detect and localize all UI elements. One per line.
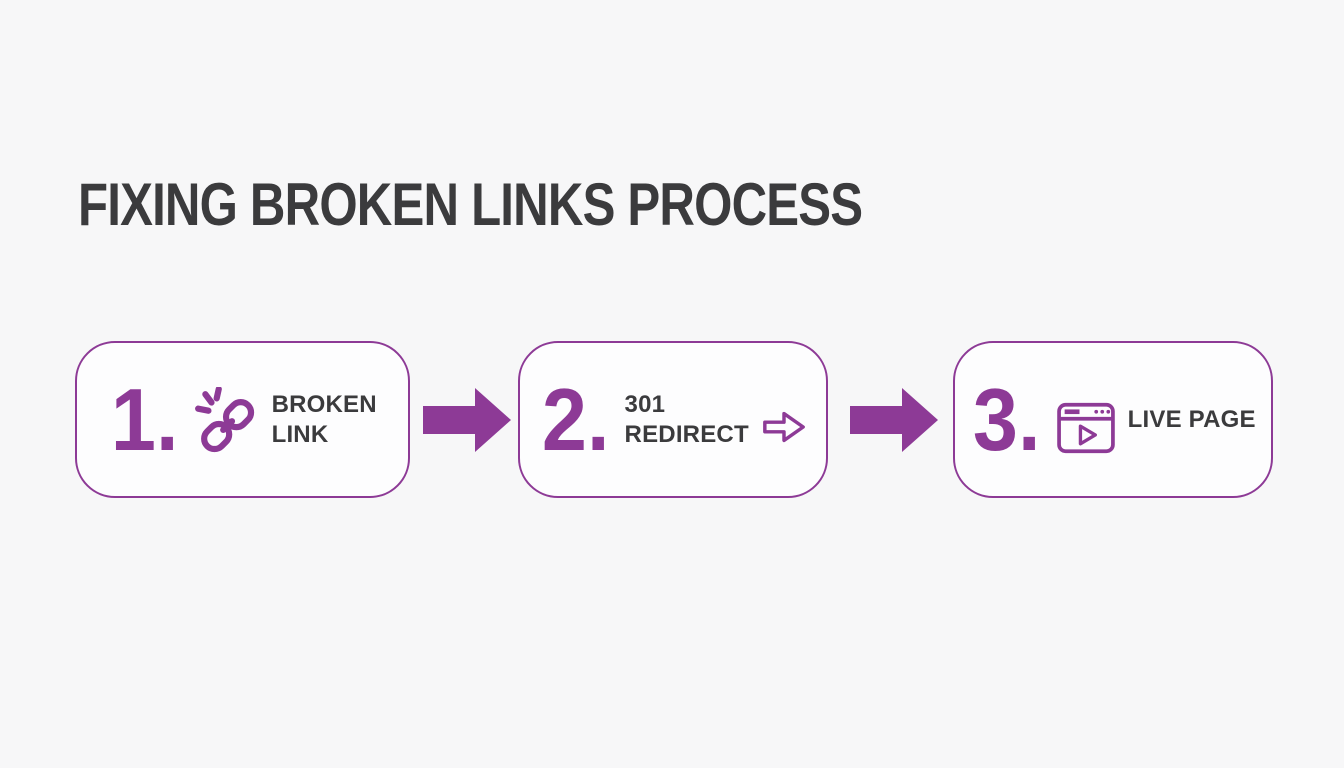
step-label-line: 301 [624,391,666,419]
step-label-line: LINK [271,420,329,448]
broken-link-icon [194,386,260,453]
step-label-line: REDIRECT [624,420,749,448]
solid-arrow-right-icon [423,388,511,452]
browser-play-icon [1056,402,1116,454]
step-label: BROKEN LINK [272,390,377,449]
step-number: 1. [111,369,179,469]
step-box-broken-link: 1. BROKEN LINK [75,341,410,498]
step-box-live-page: 3. LIVE PAGE [953,341,1273,498]
redirect-outline-arrow-icon [761,407,807,447]
solid-arrow-right-icon [850,388,938,452]
step-box-301-redirect: 2. 301 REDIRECT [518,341,828,498]
step-label-line: BROKEN [271,391,377,419]
page-title: FIXING BROKEN LINKS PROCESS [78,171,863,238]
step-label-line: LIVE PAGE [1127,405,1256,433]
step-label: 301 REDIRECT [625,390,749,449]
step-label: LIVE PAGE [1128,405,1256,434]
step-number: 3. [973,369,1041,469]
step-number: 2. [542,369,610,469]
